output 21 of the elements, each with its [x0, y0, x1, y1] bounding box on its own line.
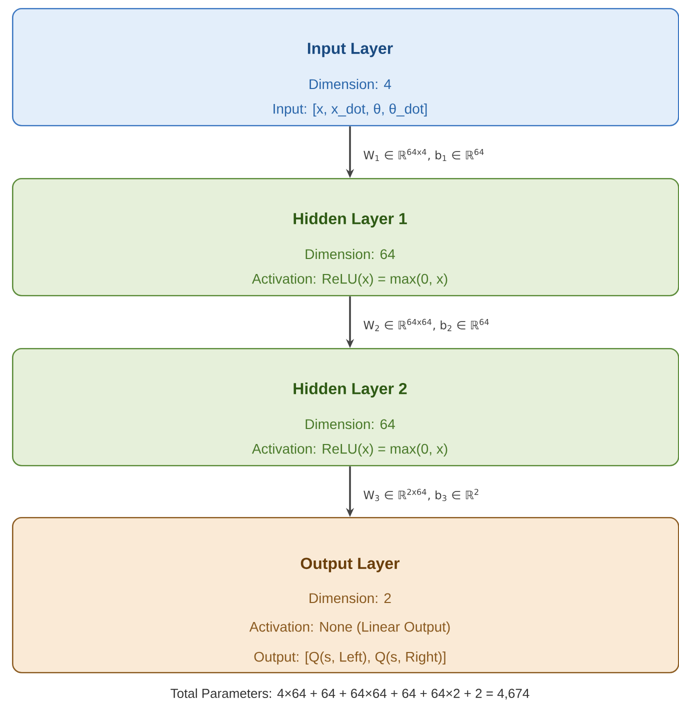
layer-box [12, 178, 679, 296]
edge-label: W$_{2}$ ∈ ℝ$^{64x64}$, b$_{2}$ ∈ ℝ$^{64}$ [364, 318, 489, 332]
layer-title: Output Layer [300, 558, 400, 572]
layer-title: Hidden Layer 1 [294, 212, 407, 228]
layer-text: Dimension: 2 [310, 592, 391, 604]
layer-text: Output: [Q(s, Left), Q(s, Right)] [254, 651, 446, 665]
layer-text: Dimension: 64 [306, 418, 395, 430]
layer-box [12, 517, 679, 674]
layer-title: Hidden Layer 2 [294, 382, 407, 398]
layer-text: Activation: None (Linear Output) [249, 621, 450, 635]
edge-label: W$_{3}$ ∈ ℝ$^{2x64}$, b$_{3}$ ∈ ℝ$^{2}$ [364, 488, 478, 502]
layer-text: Activation: ReLU(x) = max(0, x) [252, 273, 448, 287]
layer-box [12, 8, 679, 126]
summary-note: Total Parameters: 4×64 + 64 + 64×64 + 64 + 64×2 + 2 = 4,674 [170, 688, 530, 700]
layer-text: Dimension: 4 [310, 78, 392, 90]
layer-text: Input: [x, x_dot, θ, θ_dot] [274, 103, 427, 117]
layer-box [12, 348, 679, 466]
layer-text: Dimension: 64 [306, 248, 395, 260]
layer-title: Input Layer [308, 42, 393, 58]
edge-label: W$_{1}$ ∈ ℝ$^{64x4}$, b$_{1}$ ∈ ℝ$^{64}$ [364, 148, 484, 162]
layer-text: Activation: ReLU(x) = max(0, x) [252, 443, 448, 457]
